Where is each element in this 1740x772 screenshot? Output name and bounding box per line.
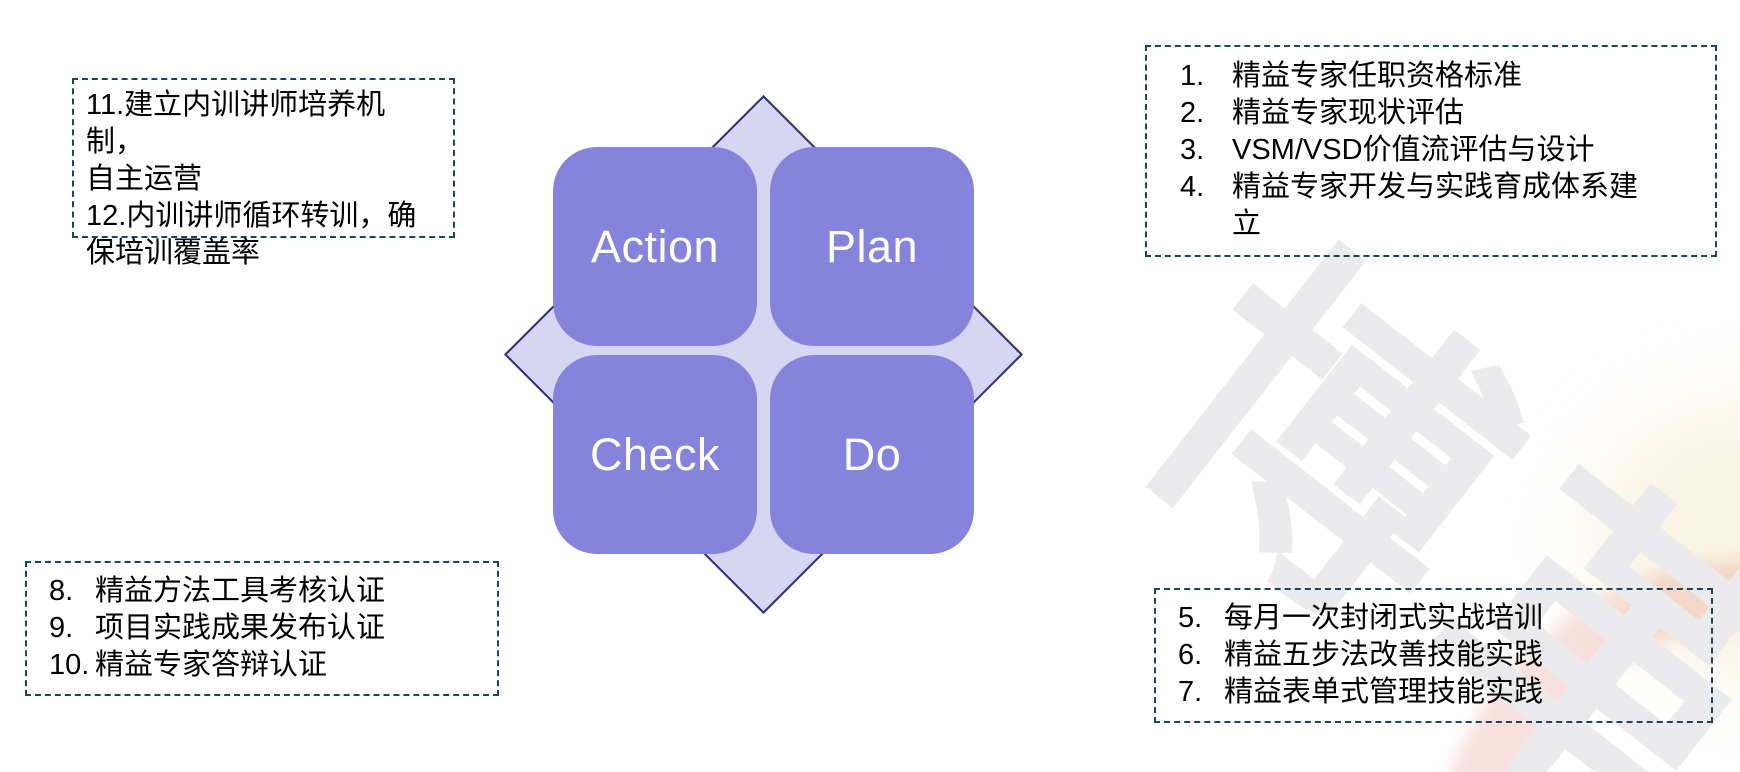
quadrant-label-do: Do [842,428,902,480]
list-item: 10.精益专家答辩认证 [49,647,487,684]
note-line: 11.建立内训讲师培养机制， [86,89,386,158]
note-list-do: 5. 每月一次封闭式实战培训 6. 精益五步法改善技能实践 7. 精益表单式管理技能实践 [1178,600,1701,711]
list-item-text: 精益五步法改善技能实践 [1224,639,1544,671]
list-item-text: VSM/VSD价值流评估与设计 [1232,134,1595,166]
pdca-quadrant-action: Action [553,147,757,346]
note-box-action-items: 11.建立内训讲师培养机制， 自主运营 12.内训讲师循环转训，确保培训覆盖率 [72,78,455,269]
quadrant-label-action: Action [590,220,720,272]
list-item-number: 8. [49,575,74,607]
list-item: 7. 精益表单式管理技能实践 [1178,674,1701,711]
list-item-number: 10. [49,649,90,681]
list-item-text: 精益专家任职资格标准 [1232,60,1523,92]
list-item-number: 7. [1178,676,1203,708]
list-item-number: 3. [1180,134,1205,166]
list-item: 5. 每月一次封闭式实战培训 [1178,600,1701,637]
list-item-number: 5. [1178,602,1203,634]
list-item-number: 9. [49,612,74,644]
note-box-do-items: 5. 每月一次封闭式实战培训 6. 精益五步法改善技能实践 7. 精益表单式管理技能实践 [1154,588,1713,723]
pdca-quadrant-do: Do [770,355,974,554]
list-item-number: 4. [1180,171,1205,203]
list-item: 6. 精益五步法改善技能实践 [1178,637,1701,674]
list-item-text: 每月一次封闭式实战培训 [1224,602,1544,634]
pdca-quadrant-plan: Plan [770,147,974,346]
list-item: 8. 精益方法工具考核认证 [49,573,487,610]
list-item: 1. 精益专家任职资格标准 [1180,58,1701,95]
quadrant-label-check: Check [589,428,721,480]
note-line: 12.内训讲师循环转训，确 [86,200,417,232]
note-line: 保培训覆盖率 [86,237,261,269]
list-item-text: 精益方法工具考核认证 [95,575,386,607]
list-item: 4. 精益专家开发与实践育成体系建立 [1180,169,1701,243]
list-item: 3. VSM/VSD价值流评估与设计 [1180,132,1701,169]
list-item: 2. 精益专家现状评估 [1180,95,1701,132]
note-line: 自主运营 [86,163,203,195]
list-item-text: 精益专家答辩认证 [95,649,328,681]
list-item-number: 2. [1180,97,1205,129]
list-item-text: 项目实践成果发布认证 [95,612,386,644]
pdca-quadrant-check: Check [553,355,757,554]
list-item-text: 精益专家现状评估 [1232,97,1465,129]
list-item-number: 1. [1180,60,1205,92]
note-text-action: 11.建立内训讲师培养机制， 自主运营 12.内训讲师循环转训，确保培训覆盖率 [86,87,443,272]
list-item: 9. 项目实践成果发布认证 [49,610,487,647]
list-item-text: 精益专家开发与实践育成体系建立 [1232,171,1639,240]
list-item-number: 6. [1178,639,1203,671]
quadrant-label-plan: Plan [825,220,919,272]
list-item-text: 精益表单式管理技能实践 [1224,676,1544,708]
